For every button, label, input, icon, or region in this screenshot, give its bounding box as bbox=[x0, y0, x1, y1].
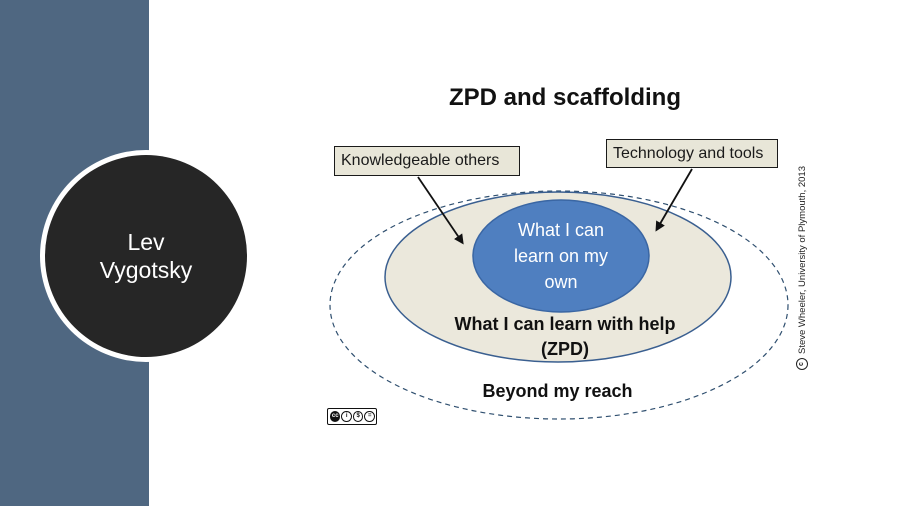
copyright-icon: c bbox=[796, 358, 808, 370]
zpd-zone-line-1: What I can learn with help bbox=[454, 314, 676, 334]
name-line-1: Lev bbox=[127, 229, 165, 255]
name-badge: Lev Vygotsky bbox=[40, 150, 252, 362]
own-zone-circle bbox=[472, 199, 650, 313]
own-zone-line-1: What I can bbox=[517, 220, 605, 240]
own-zone-line-2: learn on my bbox=[513, 246, 609, 266]
outer-zone-ellipse bbox=[329, 190, 789, 420]
credit-text: Steve Wheeler, University of Plymouth, 2… bbox=[796, 166, 808, 354]
own-zone-line-3: own bbox=[544, 272, 578, 292]
slide-title: ZPD and scaffolding bbox=[448, 84, 681, 111]
zpd-zone-label: What I can learn with help (ZPD) bbox=[420, 312, 710, 362]
callout-technology-tools: Technology and tools bbox=[606, 139, 778, 168]
arrow-knowledgeable-others bbox=[417, 176, 464, 245]
zpd-zone-line-2: (ZPD) bbox=[541, 339, 589, 359]
outer-zone-label: Beyond my reach bbox=[482, 381, 633, 401]
callout-knowledgeable-others: Knowledgeable others bbox=[334, 146, 520, 176]
own-zone-label: What I can learn on my own bbox=[496, 217, 626, 295]
name-line-2: Vygotsky bbox=[99, 257, 193, 283]
arrow-technology-tools bbox=[655, 168, 693, 232]
creative-commons-by-nc-nd-icon: cc i $ = bbox=[327, 408, 377, 425]
name-badge-inner: Lev Vygotsky bbox=[45, 155, 247, 357]
